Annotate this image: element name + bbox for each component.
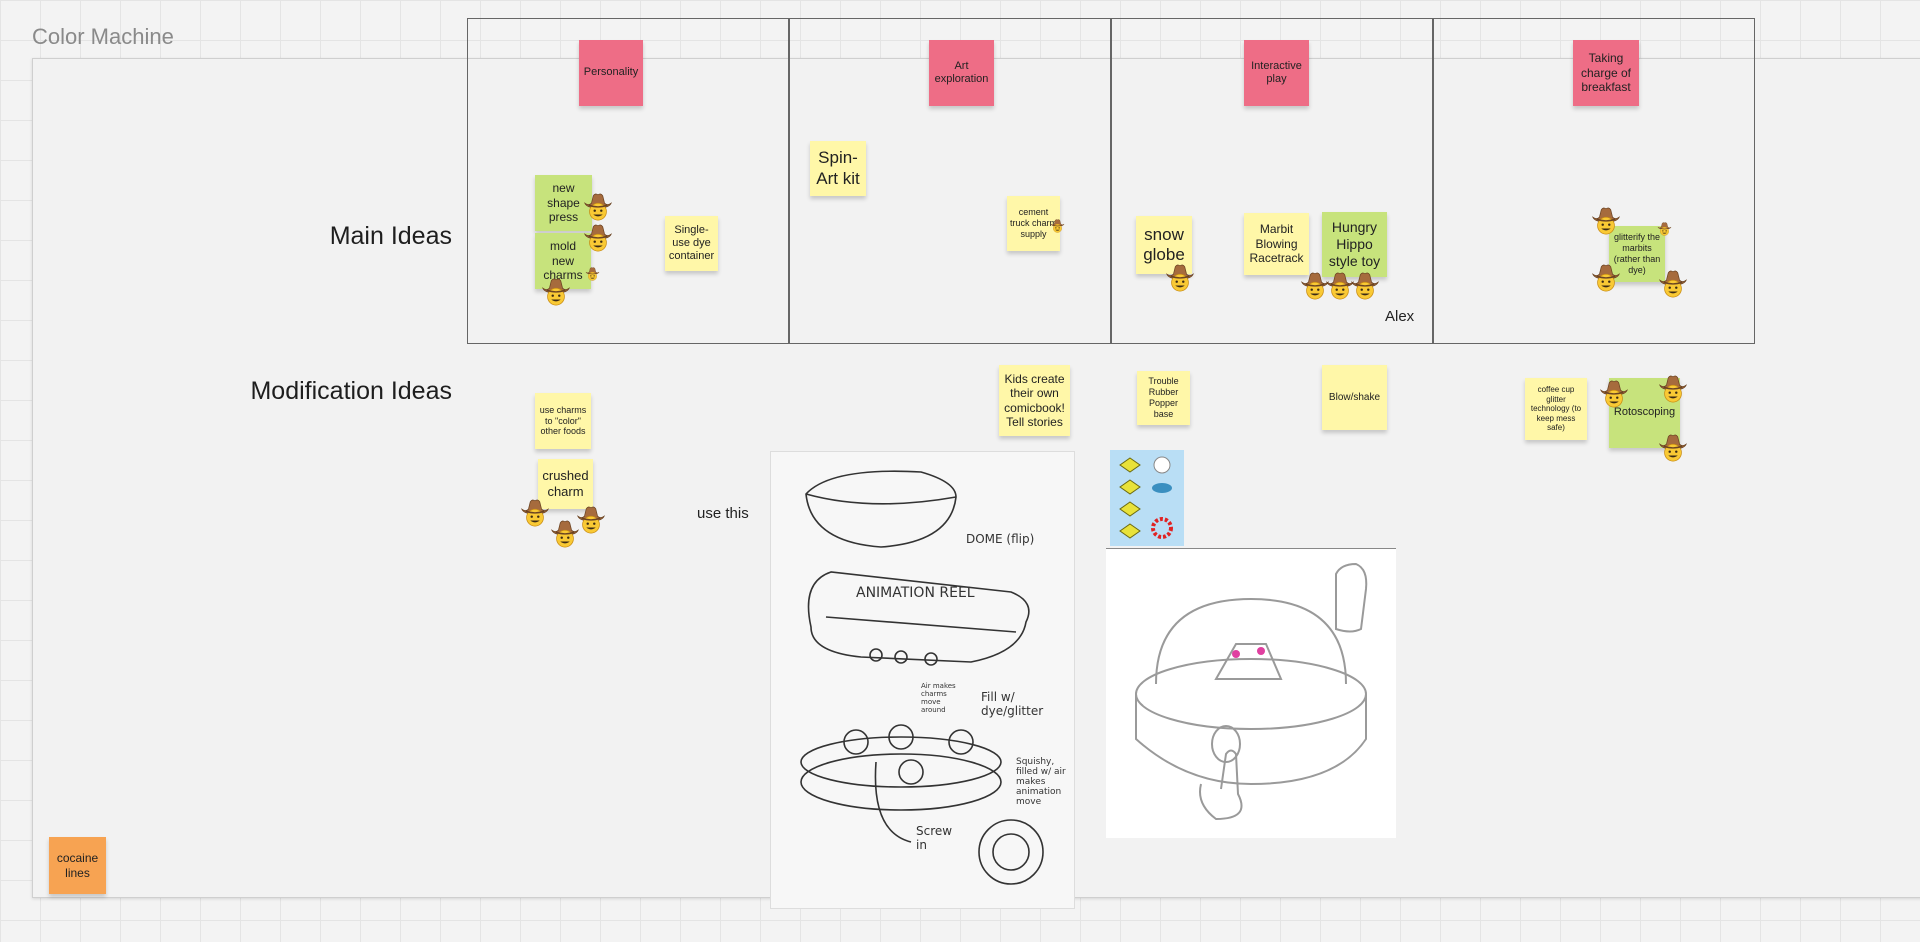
hand-sketch-image[interactable]: DOME (flip) ANIMATION REEL Fill w/ dye/g… <box>770 451 1075 909</box>
sketch-label-fill: Fill w/ dye/glitter <box>981 690 1044 718</box>
annotation-alex[interactable]: Alex <box>1385 308 1415 325</box>
cowboy-emoji-icon[interactable] <box>1165 262 1195 292</box>
cowboy-emoji-icon[interactable] <box>1657 221 1672 236</box>
column-interactive-play[interactable] <box>1111 18 1433 344</box>
sketch-drawing <box>1135 562 1368 821</box>
sticky-cement-truck[interactable]: cement truck charm supply <box>1007 196 1060 251</box>
header-sticky-personality[interactable]: Personality <box>579 40 643 106</box>
column-personality[interactable] <box>467 18 789 344</box>
cowboy-emoji-icon[interactable] <box>541 276 571 306</box>
annotation-use-this[interactable]: use this <box>697 505 749 522</box>
sticky-use-charms-color[interactable]: use charms to "color" other foods <box>535 393 591 449</box>
header-sticky-interactive-play[interactable]: Interactive play <box>1244 40 1309 106</box>
cowboy-emoji-icon[interactable] <box>1050 218 1065 233</box>
digital-sketch-image[interactable] <box>1106 548 1396 838</box>
cowboy-emoji-icon[interactable] <box>576 504 606 534</box>
sketch-label-animation-reel: ANIMATION REEL <box>856 585 975 601</box>
sticky-blow-shake[interactable]: Blow/shake <box>1322 365 1387 430</box>
cowboy-emoji-icon[interactable] <box>1350 270 1380 300</box>
sketch-label-screw-in: Screw in <box>916 824 953 852</box>
sticky-glitterify[interactable]: glitterify the marbits (rather than dye) <box>1609 226 1665 282</box>
column-art-exploration[interactable] <box>789 18 1111 344</box>
sketch-label-air: Air makes charms move around <box>921 682 956 714</box>
sticky-spin-art[interactable]: Spin-Art kit <box>810 141 866 196</box>
cowboy-emoji-icon[interactable] <box>520 497 550 527</box>
cowboy-emoji-icon[interactable] <box>585 266 600 281</box>
sticky-crushed-charm[interactable]: crushed charm <box>538 459 593 509</box>
sticky-snow-globe[interactable]: snow globe <box>1136 216 1192 274</box>
frame-title[interactable]: Color Machine <box>32 24 174 49</box>
sketch-label-squishy: Squishy, filled w/ air makes animation m… <box>1016 757 1066 807</box>
cowboy-emoji-icon[interactable] <box>1658 268 1688 298</box>
sticky-hungry-hippo[interactable]: Hungry Hippo style toy <box>1322 212 1387 277</box>
header-sticky-art-exploration[interactable]: Art exploration <box>929 40 994 106</box>
sketch-drawing <box>800 470 1044 885</box>
row-label-main-ideas: Main Ideas <box>329 222 452 250</box>
icon-sheet-image[interactable] <box>1110 450 1184 546</box>
sticky-cocaine-lines[interactable]: cocaine lines <box>49 837 106 894</box>
sticky-trouble-popper[interactable]: Trouble Rubber Popper base <box>1137 371 1190 425</box>
header-sticky-taking-charge[interactable]: Taking charge of breakfast <box>1573 40 1639 106</box>
cowboy-emoji-icon[interactable] <box>1591 205 1621 235</box>
sticky-mold-new-charms[interactable]: mold new charms <box>535 233 591 289</box>
sketch-label-dome: DOME (flip) <box>966 532 1035 546</box>
cowboy-emoji-icon[interactable] <box>1599 378 1629 408</box>
cowboy-emoji-icon[interactable] <box>583 222 613 252</box>
sticky-new-shape-press[interactable]: new shape press <box>535 175 592 231</box>
cowboy-emoji-icon[interactable] <box>1658 373 1688 403</box>
cowboy-emoji-icon[interactable] <box>1591 262 1621 292</box>
column-taking-charge[interactable] <box>1433 18 1755 344</box>
cowboy-emoji-icon[interactable] <box>583 191 613 221</box>
sticky-coffee-cup[interactable]: coffee cup glitter technology (to keep m… <box>1525 378 1587 440</box>
row-label-modification-ideas: Modification Ideas <box>250 377 452 405</box>
sticky-marbit-racetrack[interactable]: Marbit Blowing Racetrack <box>1244 213 1309 275</box>
diamond-icon <box>1119 456 1173 539</box>
sticky-kids-comicbook[interactable]: Kids create their own comicbook! Tell st… <box>999 365 1070 436</box>
cowboy-emoji-icon[interactable] <box>1658 432 1688 462</box>
sticky-single-use-dye[interactable]: Single-use dye container <box>665 216 718 271</box>
